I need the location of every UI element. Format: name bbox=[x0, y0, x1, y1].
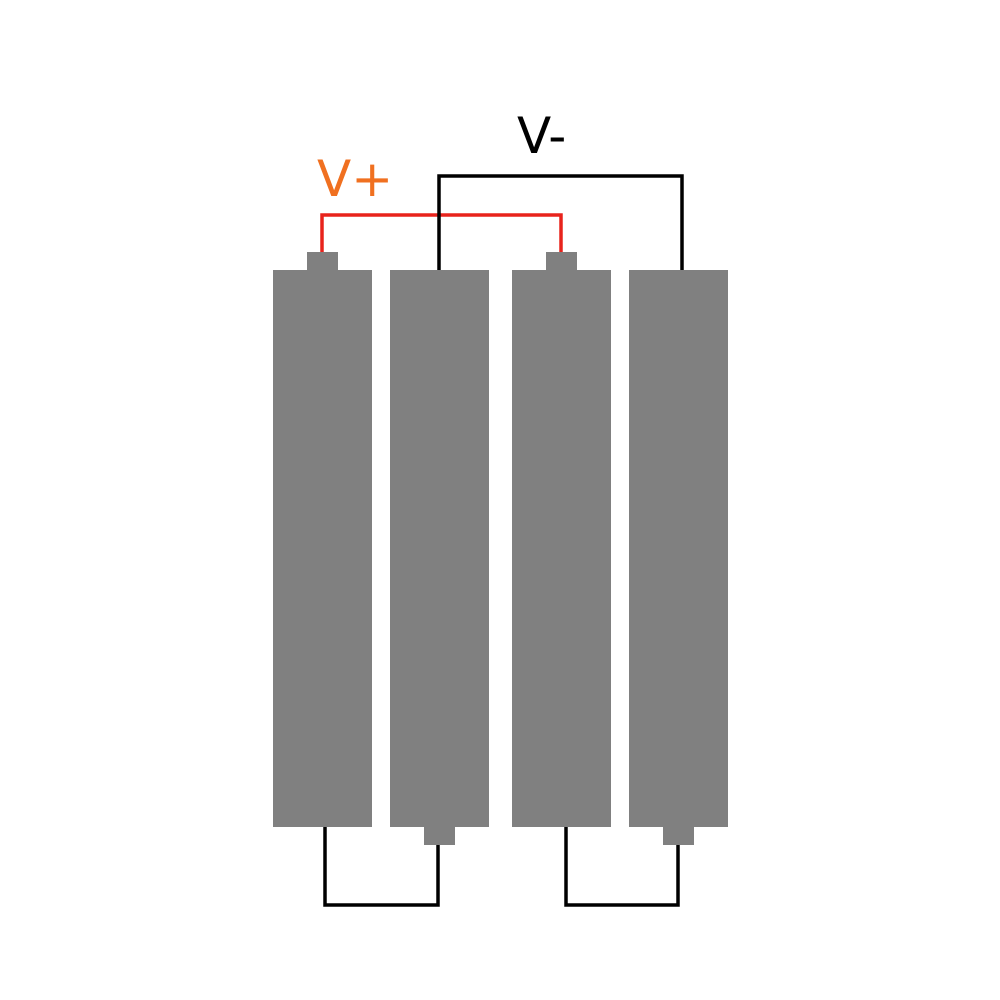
cell-1 bbox=[273, 252, 372, 827]
negative-label: V- bbox=[517, 107, 566, 165]
wires bbox=[320, 174, 684, 907]
cell-3-body bbox=[512, 270, 611, 827]
negative-wire bbox=[437, 174, 684, 270]
cell-4-body bbox=[629, 270, 728, 827]
bottom-wire-right bbox=[564, 827, 680, 907]
cell-1-body bbox=[273, 270, 372, 827]
cell-4 bbox=[629, 270, 728, 845]
cell-4-positive-terminal bbox=[663, 826, 694, 845]
cell-3 bbox=[512, 252, 611, 827]
cell-2-body bbox=[390, 270, 489, 827]
positive-label: V+ bbox=[317, 150, 393, 208]
cell-2-positive-terminal bbox=[424, 826, 455, 845]
bottom-wire-left bbox=[323, 827, 440, 907]
cell-3-positive-terminal bbox=[546, 252, 577, 271]
cell-2 bbox=[390, 270, 489, 845]
cells bbox=[273, 252, 728, 845]
cell-1-positive-terminal bbox=[307, 252, 338, 271]
positive-wire bbox=[320, 213, 563, 252]
